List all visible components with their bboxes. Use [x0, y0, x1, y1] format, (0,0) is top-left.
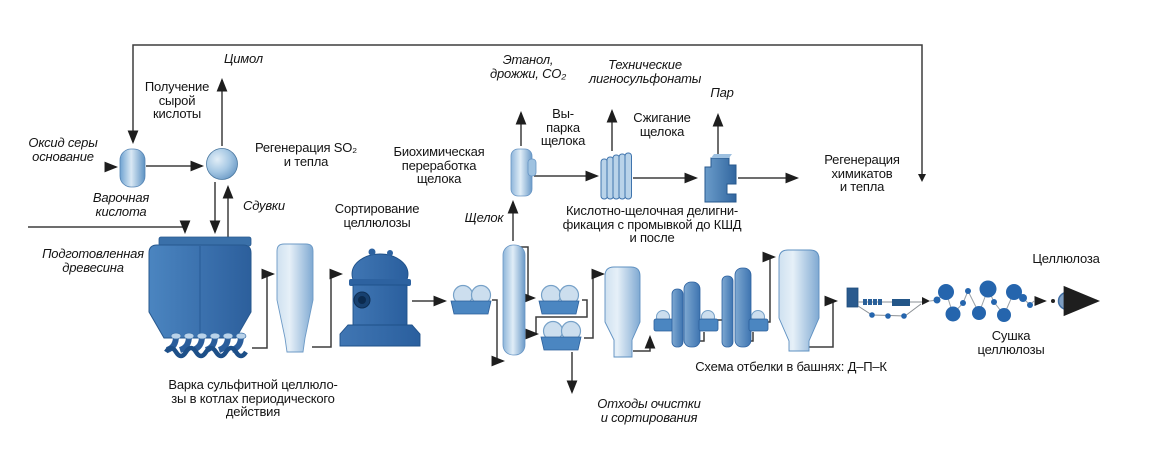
washer1-to-column-line: [491, 299, 506, 367]
washer-2-icon: [538, 284, 580, 315]
label-steam: Пар: [710, 85, 734, 100]
digester-out-line: [252, 268, 276, 349]
evaporator-battery-icon: [600, 152, 632, 200]
drying-machine-icon: [846, 280, 1101, 322]
tank-to-sorter-line: [312, 268, 344, 348]
pulp-reel-icon: [1057, 291, 1077, 311]
bleach-tower-1-icon: [604, 266, 641, 358]
label-raw-acid-prep: Получение сырой кислоты: [144, 79, 210, 122]
washer-1-icon: [450, 284, 492, 315]
so2-regeneration-sphere-icon: [206, 148, 238, 180]
label-liquor-burning: Сжигание щелока: [633, 110, 691, 139]
label-spent-liquor: Щелок: [464, 210, 504, 225]
label-liquor-evaporation: Вы- парка щелока: [540, 106, 586, 149]
to-dryer-line: [809, 295, 839, 348]
column-to-washer2-line: [519, 246, 537, 304]
flow-lines: [28, 44, 923, 395]
label-biochemical-processing: Биохимическая переработка щелока: [393, 144, 485, 187]
label-batch-cooking: Варка сульфитной целлюло- зы в котлах пе…: [168, 377, 338, 420]
bleach-column-pair-2-icon: [721, 267, 752, 348]
label-prepared-wood: Подготовленная древесина: [42, 246, 144, 275]
label-acid-alkali-delignification: Кислотно-щелочная делигни- фикация с про…: [562, 203, 742, 246]
washer2-to-washer3-line: [525, 299, 588, 340]
raw-acid-vessel-icon: [119, 148, 146, 188]
tower1-out-line: [633, 334, 656, 352]
recovery-return-line: [127, 44, 923, 178]
label-pulp-output: Целлюлоза: [1032, 251, 1100, 266]
bleach-column-pair-1-icon: [671, 281, 701, 348]
label-cymol: Цимол: [224, 51, 263, 66]
label-so2-heat-regen: Регенерация SO₂ и тепла: [254, 140, 358, 169]
cooking-acid-line: [28, 220, 191, 235]
screening-column-icon: [502, 244, 526, 356]
label-technical-lignosulfonates: Технические лигносульфонаты: [588, 57, 702, 86]
washer-3-icon: [540, 320, 582, 351]
label-cleaning-waste: Отходы очистки и сортирования: [597, 396, 701, 425]
final-bleach-tower-icon: [778, 249, 820, 352]
label-cooking-acid: Варочная кислота: [92, 190, 150, 219]
biochemical-vessel-icon: [510, 148, 537, 197]
blow-tank-icon: [276, 243, 314, 353]
recovery-furnace-icon: [704, 154, 737, 203]
to-final-tower-line: [762, 251, 777, 323]
bleach-drum-2-icon: [698, 310, 719, 332]
label-sulfur-oxide-base: Оксид серы основание: [28, 135, 98, 164]
label-pulp-drying: Сушка целлюлозы: [977, 328, 1045, 357]
label-bleaching-scheme: Схема отбелки в башнях: Д–П–К: [695, 359, 887, 374]
batch-digester-icon: [148, 236, 252, 359]
bleach-drum-1-icon: [653, 310, 674, 332]
pulp-sorter-icon: [339, 248, 421, 347]
washer3-to-tower-line: [584, 268, 606, 339]
label-chemicals-heat-regen: Регенерация химикатов и тепла: [824, 152, 900, 195]
bleach-stub-2: [699, 332, 705, 342]
bleach-drum-3-icon: [748, 310, 769, 332]
recovery-line-start-arrow: [918, 174, 926, 182]
label-blow-gases: Сдувки: [243, 198, 285, 213]
label-pulp-sorting: Сортирование целлюлозы: [334, 201, 420, 230]
label-ethanol-yeast-co2: Этанол, дрожжи, CO₂: [490, 52, 566, 81]
